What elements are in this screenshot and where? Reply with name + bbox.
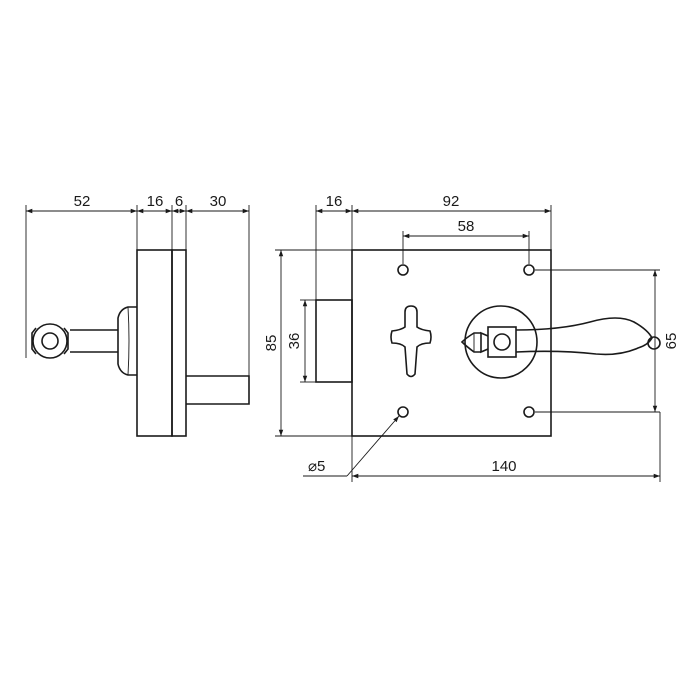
side-dim-6: 6 — [175, 193, 183, 210]
side-view: 52 16 6 30 — [25, 193, 250, 437]
side-handle-rose — [117, 306, 137, 376]
side-dim-52: 52 — [74, 193, 91, 210]
mounting-hole-top-right — [523, 264, 535, 276]
mounting-hole-bottom-right — [523, 406, 535, 418]
mounting-hole-top-left — [397, 264, 409, 276]
front-dim-36: 36 — [286, 333, 303, 350]
front-dim-16: 16 — [326, 193, 343, 210]
front-handle-rose — [464, 305, 538, 379]
side-lock-case — [136, 249, 173, 437]
side-handle-knob — [32, 323, 68, 359]
front-spindle-square — [487, 326, 517, 358]
front-dim-92: 92 — [443, 193, 460, 210]
front-dim-diameter: ⌀5 — [308, 458, 325, 475]
front-dim-65: 65 — [663, 333, 680, 350]
front-lock-plate — [351, 249, 552, 437]
front-handle-finial — [460, 332, 481, 353]
front-dim-58: 58 — [458, 218, 475, 235]
front-dim-85: 85 — [263, 335, 280, 352]
side-rosette-plate — [171, 249, 187, 437]
leader-diameter — [346, 415, 400, 477]
side-dim-30: 30 — [210, 193, 227, 210]
mounting-hole-bottom-left — [397, 406, 409, 418]
front-dim-140: 140 — [491, 458, 516, 475]
front-keyhole — [390, 305, 432, 378]
front-handle-end-knob — [647, 336, 661, 350]
side-bolt-bar — [186, 375, 250, 405]
front-view: 16 92 58 85 36 65 140 ⌀5 — [263, 193, 680, 482]
side-dim-16: 16 — [147, 193, 164, 210]
front-bolt — [315, 299, 353, 383]
